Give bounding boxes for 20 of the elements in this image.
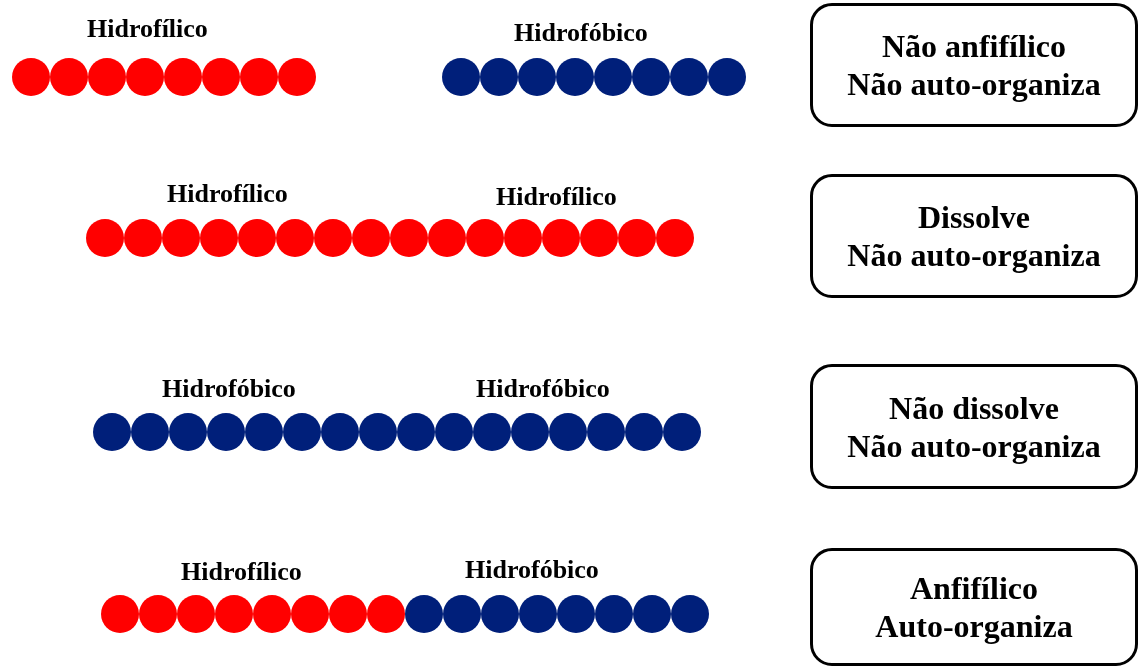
chain-label: Hidrofílico (87, 14, 208, 44)
property-text: Dissolve (918, 198, 1030, 236)
property-text: Não auto-organiza (847, 426, 1101, 465)
property-text: Não dissolve (889, 388, 1059, 427)
property-box (810, 548, 1138, 666)
chain-label: Hidrofóbico (476, 374, 610, 404)
property-text: Auto-organiza (875, 607, 1073, 645)
property-text: Não auto-organiza (847, 65, 1101, 103)
property-box (810, 3, 1138, 127)
chain-label: Hidrofóbico (514, 18, 648, 48)
property-text: Anfifílico (910, 569, 1038, 607)
property-box (810, 174, 1138, 298)
property-text: Não auto-organiza (847, 236, 1101, 274)
property-box (810, 364, 1138, 489)
chain-label: Hidrofílico (496, 182, 617, 212)
chain-label: Hidrofóbico (162, 374, 296, 404)
chain-label: Hidrofílico (181, 557, 302, 587)
chain-label: Hidrofóbico (465, 555, 599, 585)
property-text: Não anfifílico (882, 27, 1066, 65)
chain-label: Hidrofílico (167, 179, 288, 209)
